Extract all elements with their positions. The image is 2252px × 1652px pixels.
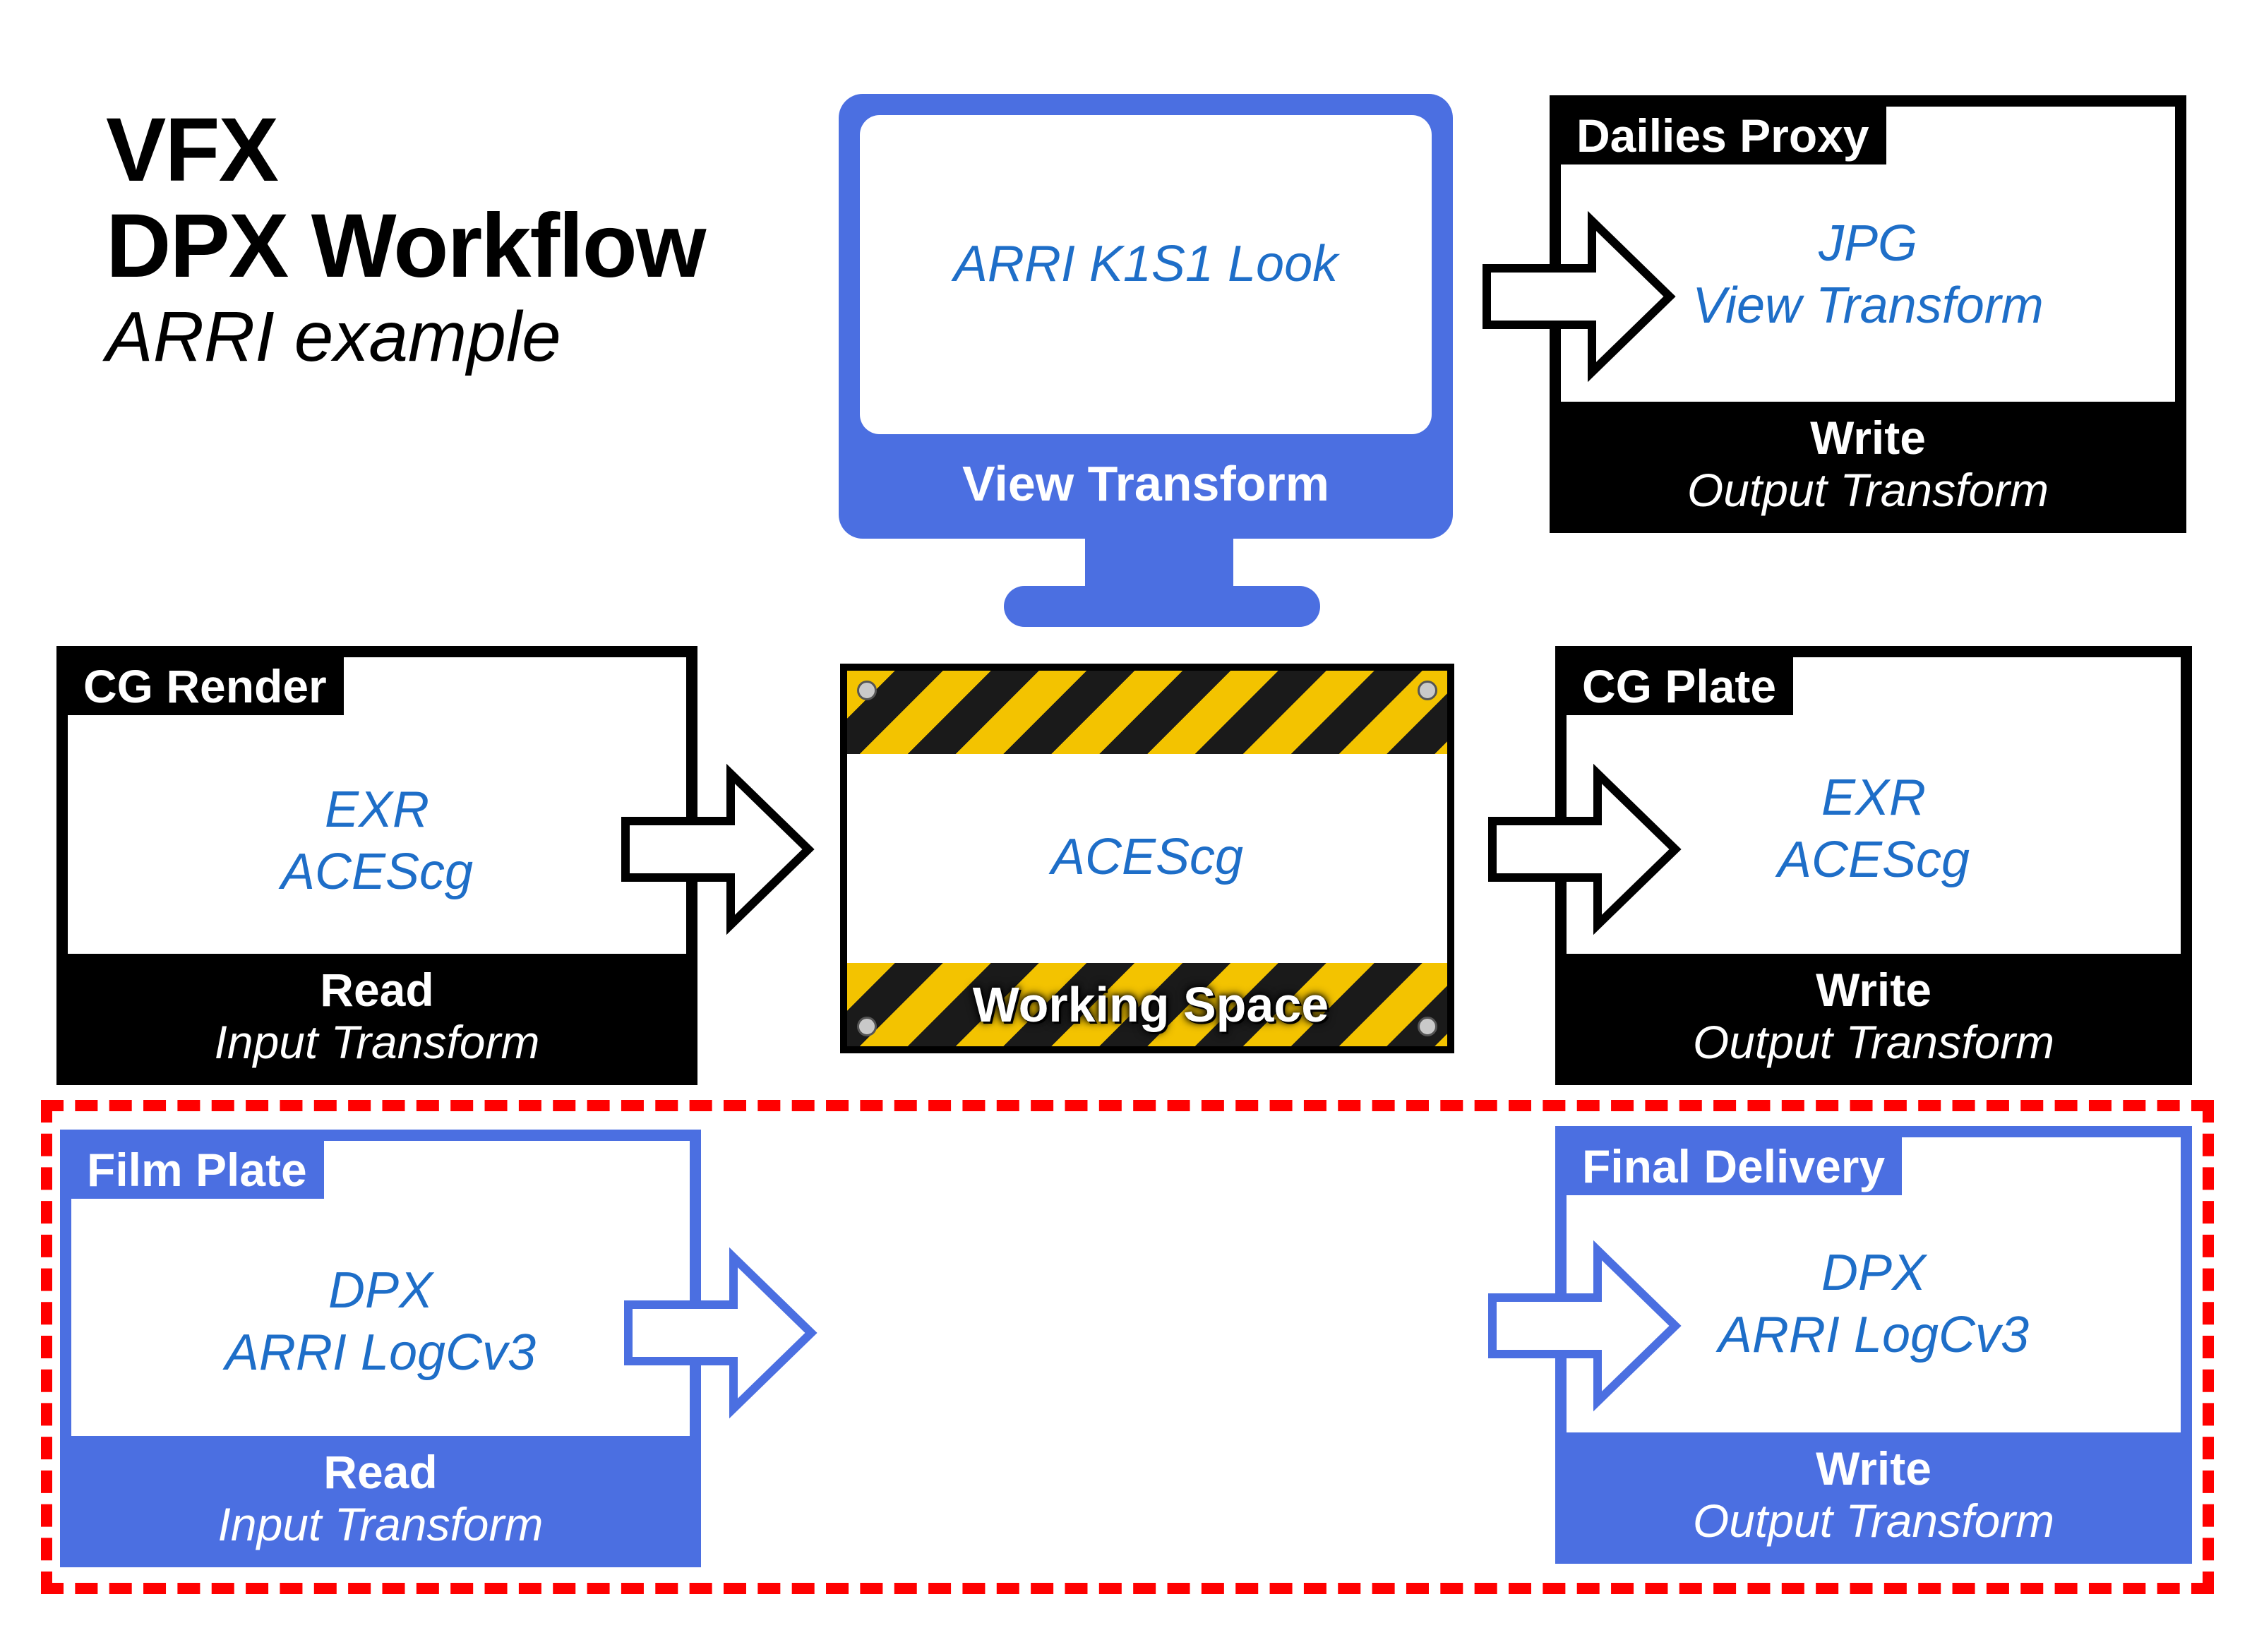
- node-tab: Dailies Proxy: [1561, 107, 1886, 164]
- node-tab: CG Render: [68, 657, 344, 715]
- node-dailies-proxy: Dailies Proxy JPG View Transform Write O…: [1550, 95, 2186, 533]
- node-colorspace: ARRI LogCv3: [224, 1324, 537, 1381]
- node-format: EXR: [1821, 770, 1927, 826]
- title-subtitle: ARRI example: [106, 297, 561, 376]
- working-space-label: Working Space: [972, 977, 1329, 1032]
- screw-icon: [857, 1017, 877, 1036]
- view-transform-label: View Transform: [962, 456, 1329, 511]
- arrow-right-icon: [1483, 210, 1676, 383]
- working-space-value: ACEScg: [1050, 829, 1244, 885]
- node-colorspace: ACEScg: [280, 844, 474, 900]
- node-footer-sub: Input Transform: [214, 1016, 540, 1068]
- arrow-right-icon: [1488, 763, 1682, 935]
- node-footer-sub: Output Transform: [1692, 1495, 2055, 1547]
- arrow-right-icon: [1488, 1240, 1682, 1412]
- monitor-display: [860, 115, 1432, 434]
- title-line-2: DPX Workflow: [106, 196, 706, 297]
- node-footer-sub: Output Transform: [1687, 464, 2049, 516]
- node-footer: Read Input Transform: [68, 954, 686, 1074]
- node-cg-render: CG Render EXR ACEScg Read Input Transfor…: [56, 646, 697, 1085]
- node-tab: CG Plate: [1567, 657, 1794, 715]
- node-footer-title: Write: [1810, 412, 1926, 464]
- screw-icon: [1418, 681, 1437, 700]
- node-footer: Write Output Transform: [1567, 954, 2181, 1074]
- node-footer-sub: Output Transform: [1692, 1016, 2055, 1068]
- node-colorspace: ARRI LogCv3: [1718, 1307, 2030, 1363]
- node-format: EXR: [324, 782, 430, 838]
- node-tab: Final Delivery: [1567, 1137, 1903, 1195]
- arrow-right-icon: [624, 1247, 817, 1419]
- node-footer-title: Read: [320, 964, 434, 1016]
- hazard-stripe-top: [847, 671, 1447, 754]
- diagram-title: VFX DPX Workflow ARRI example: [106, 102, 741, 379]
- dpx-delivery-highlight: [41, 1100, 2214, 1594]
- node-cg-plate: CG Plate EXR ACEScg Write Output Transfo…: [1555, 646, 2192, 1085]
- monitor-stand-base: [1004, 586, 1320, 627]
- view-look-text: ARRI K1S1 Look: [953, 236, 1338, 292]
- title-line-1: VFX: [106, 100, 279, 200]
- node-format: JPG: [1818, 215, 1918, 272]
- screw-icon: [857, 681, 877, 700]
- arrow-right-icon: [621, 763, 815, 935]
- node-footer-title: Write: [1816, 964, 1931, 1016]
- node-footer-title: Read: [323, 1446, 438, 1498]
- node-colorspace: ACEScg: [1777, 832, 1970, 888]
- node-footer: Write Output Transform: [1561, 402, 2175, 522]
- node-colorspace: View Transform: [1692, 277, 2044, 334]
- node-final-delivery: Final Delivery DPX ARRI LogCv3 Write Out…: [1555, 1126, 2192, 1564]
- node-format: DPX: [328, 1262, 433, 1319]
- working-space-panel: [840, 664, 1454, 1053]
- node-footer-sub: Input Transform: [217, 1498, 544, 1550]
- screw-icon: [1418, 1017, 1437, 1036]
- node-footer: Write Output Transform: [1567, 1432, 2181, 1552]
- hazard-stripe-bottom: [847, 963, 1447, 1046]
- node-format: DPX: [1821, 1245, 1927, 1301]
- node-tab: Film Plate: [71, 1141, 324, 1199]
- node-footer-title: Write: [1816, 1442, 1931, 1495]
- node-film-plate: Film Plate DPX ARRI LogCv3 Read Input Tr…: [60, 1130, 701, 1567]
- node-footer: Read Input Transform: [71, 1436, 690, 1556]
